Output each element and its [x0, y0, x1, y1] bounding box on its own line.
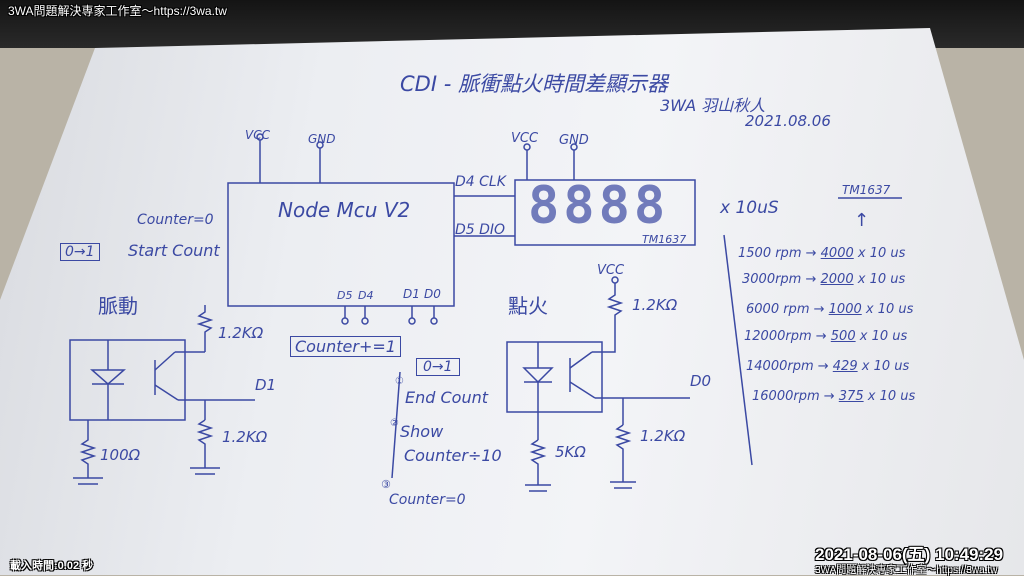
count-unit: x 10 us [867, 389, 916, 404]
table-row: 12000rpm → 500 x 10 us [744, 329, 907, 344]
count-unit: x 10 us [859, 329, 908, 344]
display-gnd-label: GND [559, 133, 589, 148]
count-value: 429 [832, 359, 858, 374]
timestamp: 2021-08-06(五) 10:49:29 [815, 545, 1004, 564]
count-value: 375 [838, 389, 864, 404]
count-unit: x 10 us [857, 246, 906, 261]
count-unit: x 10 us [861, 359, 910, 374]
step-counter-reset: Counter=0 [389, 492, 466, 508]
pulse-pin-label: D1 [255, 376, 277, 394]
ignition-r1-label: 1.2KΩ [632, 296, 678, 314]
start-count-note: Start Count [128, 241, 220, 260]
author: 3WA 羽山秋人 [660, 96, 766, 115]
up-arrow-icon: ↑ [854, 210, 870, 231]
load-time: 載入時間:0.02 秒 [10, 560, 94, 572]
ignition-r2-label: 1.2KΩ [640, 427, 686, 445]
ignition-label: 點火 [508, 294, 548, 318]
table-row: 6000 rpm → 1000 x 10 us [746, 302, 913, 317]
pulse-r3-label: 100Ω [100, 446, 141, 464]
table-row: 3000rpm → 2000 x 10 us [742, 272, 905, 287]
table-row: 14000rpm → 429 x 10 us [746, 359, 909, 374]
count-value: 4000 [820, 246, 854, 261]
step-end-count: End Count [405, 388, 489, 407]
table-row: 1500 rpm → 4000 x 10 us [738, 246, 905, 261]
count-value: 500 [830, 329, 856, 344]
step-counter-divide: Counter÷10 [404, 446, 502, 465]
rpm-value: 12000rpm → [744, 329, 827, 344]
table-header: TM1637 [842, 183, 891, 197]
count-value: 2000 [820, 272, 854, 287]
pulse-label: 脈動 [98, 294, 138, 318]
pulse-r1-label: 1.2KΩ [218, 324, 264, 342]
pulse-r2-label: 1.2KΩ [222, 428, 268, 446]
ignition-r3-label: 5KΩ [555, 443, 586, 461]
step-2-marker: ② [390, 418, 399, 429]
display-chip-label: TM1637 [642, 233, 687, 246]
display-vcc-label: VCC [511, 131, 539, 146]
step-3-marker: ③ [381, 478, 391, 491]
start-trigger-box: 0→1 [60, 243, 100, 261]
rpm-value: 3000rpm → [742, 272, 817, 287]
step-show: Show [400, 422, 444, 441]
ignition-pin-label: D0 [690, 372, 712, 390]
counter-init-note: Counter=0 [137, 212, 214, 228]
display-unit: x 10uS [720, 198, 779, 218]
mcu-label: Node Mcu V2 [278, 198, 411, 222]
mcu-gnd-label: GND [308, 132, 336, 146]
rpm-value: 14000rpm → [746, 359, 829, 374]
end-trigger-box: 0→1 [416, 358, 460, 376]
ignition-vcc-label: VCC [597, 263, 625, 278]
count-unit: x 10 us [857, 272, 906, 287]
counter-increment-box: Counter+=1 [290, 336, 401, 357]
diagram-title: CDI - 脈衝點火時間差顯示器 [400, 72, 668, 96]
pin-dio-label: D5 DIO [455, 222, 506, 238]
pin-d1: D1 [403, 287, 420, 301]
rpm-value: 1500 rpm → [738, 246, 817, 261]
count-value: 1000 [828, 302, 862, 317]
seven-segment-digits: 8888 [528, 176, 670, 236]
mcu-box [227, 182, 455, 307]
step-1-marker: ① [395, 376, 404, 387]
mcu-vcc-label: VCC [245, 128, 270, 142]
rpm-value: 6000 rpm → [746, 302, 825, 317]
diagram-date: 2021.08.06 [745, 112, 831, 130]
bottom-watermark: 3WA問題解決専家工作室～https://3wa.tw [815, 565, 998, 576]
count-unit: x 10 us [865, 302, 914, 317]
rpm-value: 16000rpm → [752, 389, 835, 404]
pin-d4: D4 [358, 289, 374, 302]
pin-d0: D0 [424, 287, 441, 301]
top-watermark: 3WA問題解決専家工作室～https://3wa.tw [8, 4, 227, 18]
pin-clk-label: D4 CLK [455, 174, 506, 190]
table-row: 16000rpm → 375 x 10 us [752, 389, 915, 404]
pin-d5: D5 [337, 289, 353, 302]
